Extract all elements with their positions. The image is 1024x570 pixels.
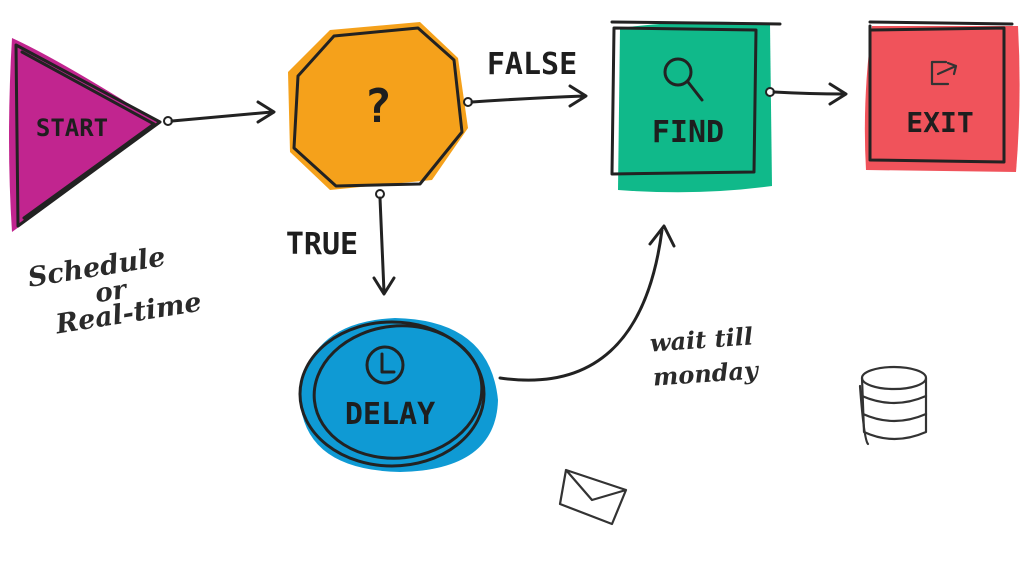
- find-node: FIND: [610, 20, 782, 193]
- clock-icon: [365, 345, 405, 385]
- delay-note-line1: wait till: [649, 321, 754, 357]
- start-note-line2: or: [93, 274, 131, 309]
- decision-node: ?: [288, 22, 473, 199]
- delay-node: DELAY: [298, 318, 498, 472]
- edge-true: [372, 196, 396, 296]
- start-note-line3: Real-time: [53, 287, 204, 341]
- edge-start-to-decision: [170, 100, 276, 124]
- edge-find-to-exit: [772, 82, 848, 106]
- delay-note: wait till monday: [649, 321, 761, 391]
- find-label: FIND: [652, 115, 724, 150]
- exit-icon: [930, 60, 958, 86]
- false-label: FALSE: [487, 47, 577, 82]
- envelope-icon: [558, 468, 628, 526]
- decision-label: ?: [364, 79, 392, 133]
- exit-label: EXIT: [906, 106, 973, 139]
- exit-node: EXIT: [864, 20, 1020, 172]
- delay-note-line2: monday: [652, 355, 761, 391]
- start-note: Schedule or Real-time: [26, 241, 204, 340]
- start-label: START: [36, 114, 108, 142]
- delay-label: DELAY: [345, 397, 435, 432]
- edge-delay-to-find: [498, 224, 676, 382]
- true-label: TRUE: [286, 227, 358, 262]
- magnifier-icon: [663, 57, 704, 102]
- start-node: START: [9, 38, 173, 232]
- database-icon: [858, 365, 928, 446]
- edge-false: [470, 84, 588, 108]
